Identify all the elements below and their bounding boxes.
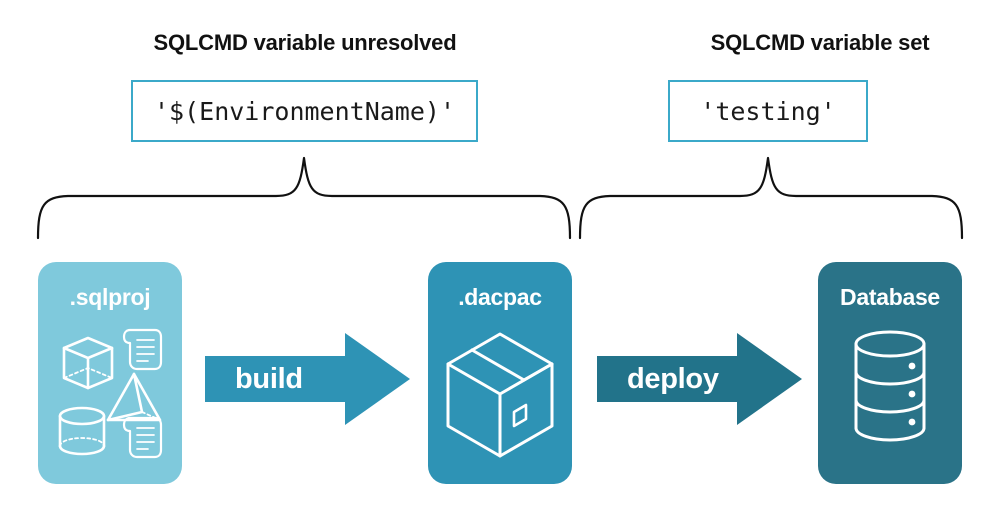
arrow-build: build [205,333,410,425]
project-shapes-icon [38,316,182,474]
brace-right [578,156,964,240]
arrow-deploy-label: deploy [627,362,719,395]
stage-card-database: Database [818,262,962,484]
package-box-icon [428,316,572,474]
stage-card-sqlproj: .sqlproj [38,262,182,484]
value-box-set: 'testing' [668,80,868,142]
stage-card-dacpac: .dacpac [428,262,572,484]
database-cylinder-icon [818,316,962,474]
stage-label-database: Database [840,284,940,310]
value-box-unresolved: '$(EnvironmentName)' [131,80,478,142]
arrow-build-label: build [235,362,303,395]
stage-label-sqlproj: .sqlproj [69,284,151,310]
section-title-set: SQLCMD variable set [710,30,930,55]
arrow-deploy-shape [597,333,802,425]
brace-left [36,156,572,240]
stage-label-dacpac: .dacpac [458,284,542,310]
section-title-unresolved: SQLCMD variable unresolved [153,30,457,55]
arrow-deploy: deploy [597,333,802,425]
arrow-build-shape [205,333,410,425]
